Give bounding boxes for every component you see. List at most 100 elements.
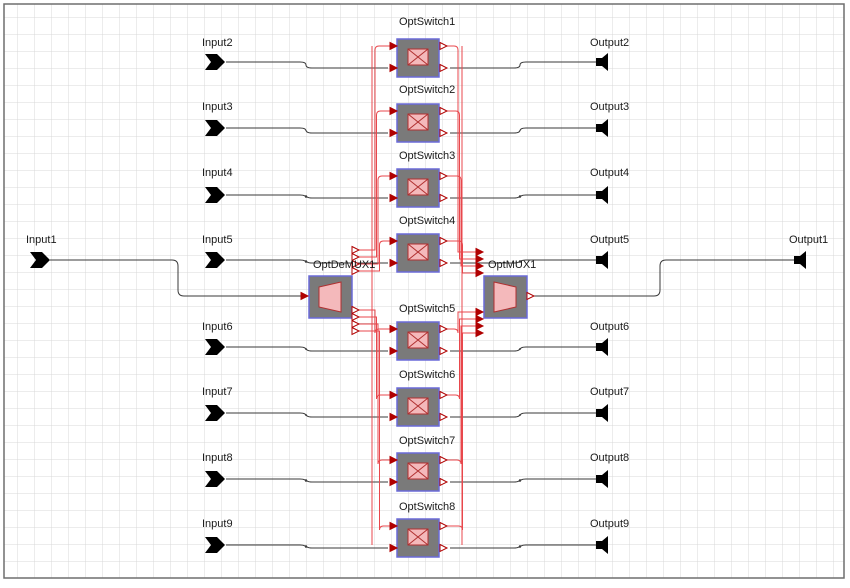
switch-out-port-a-3 bbox=[439, 171, 449, 181]
opt-switch-8 bbox=[396, 518, 440, 558]
switch-in-port-a-5 bbox=[389, 324, 399, 334]
mux-out-port bbox=[526, 291, 536, 301]
switch-out-port-a-1 bbox=[439, 41, 449, 51]
optical-wire-demux-4 bbox=[354, 240, 390, 272]
wire-input1 bbox=[50, 259, 304, 297]
opt-switch-5 bbox=[396, 321, 440, 361]
input-label-5: Input5 bbox=[202, 234, 233, 246]
switch-out-port-a-2 bbox=[439, 106, 449, 116]
switch-in-port-a-8 bbox=[389, 521, 399, 531]
demux-out-port-5 bbox=[351, 305, 361, 315]
switch-label-8: OptSwitch8 bbox=[399, 501, 455, 513]
wire-input-3 bbox=[226, 127, 388, 134]
input-label-6: Input6 bbox=[202, 321, 233, 333]
switch-in-port-b-1 bbox=[389, 63, 399, 73]
wire-output-6 bbox=[450, 346, 596, 352]
output-label-1: Output1 bbox=[789, 234, 828, 246]
optical-wire-mux-3 bbox=[446, 175, 478, 267]
switch-label-1: OptSwitch1 bbox=[399, 16, 455, 28]
switch-out-port-b-7 bbox=[439, 477, 449, 487]
wire-output1 bbox=[530, 259, 794, 297]
opt-switch-2 bbox=[396, 103, 440, 143]
switch-in-port-a-7 bbox=[389, 455, 399, 465]
output-terminal-5 bbox=[596, 251, 608, 269]
optical-wire-layer bbox=[354, 45, 478, 545]
mux-in-port-3 bbox=[475, 261, 485, 271]
wire-input-5 bbox=[226, 259, 388, 264]
switch-in-port-a-1 bbox=[389, 41, 399, 51]
wire-layer bbox=[50, 61, 794, 549]
mux-in-port-1 bbox=[475, 247, 485, 257]
switch-label-5: OptSwitch5 bbox=[399, 303, 455, 315]
opt-switch-6 bbox=[396, 387, 440, 427]
optical-wire-mux-1 bbox=[446, 45, 478, 253]
switch-out-port-b-2 bbox=[439, 128, 449, 138]
mux-in-port-7 bbox=[475, 321, 485, 331]
switch-body-4 bbox=[396, 233, 440, 273]
optical-wire-mux-5 bbox=[446, 311, 478, 334]
mux-trapezoid-icon bbox=[493, 281, 517, 313]
opt-mux bbox=[483, 275, 528, 319]
mux-in-port-6 bbox=[475, 314, 485, 324]
input-label-8: Input8 bbox=[202, 452, 233, 464]
switch-cross-icon-8 bbox=[407, 528, 429, 546]
switch-out-port-a-5 bbox=[439, 324, 449, 334]
mux-in-port-8 bbox=[475, 328, 485, 338]
output-terminal-7 bbox=[596, 404, 608, 422]
switch-cross-icon-6 bbox=[407, 397, 429, 415]
switch-in-port-b-2 bbox=[389, 128, 399, 138]
output-terminal-8 bbox=[596, 470, 608, 488]
wire-input-9 bbox=[226, 544, 388, 549]
optical-wire-demux-5 bbox=[354, 309, 390, 334]
optical-wire-mux-2 bbox=[446, 110, 478, 260]
input-terminal-4 bbox=[205, 187, 225, 203]
switch-cross-icon-4 bbox=[407, 243, 429, 261]
wire-output-3 bbox=[450, 127, 596, 134]
input-label-2: Input2 bbox=[202, 37, 233, 49]
switch-in-port-b-3 bbox=[389, 193, 399, 203]
output-label-6: Output6 bbox=[590, 321, 629, 333]
switch-out-port-a-6 bbox=[439, 390, 449, 400]
switch-label-3: OptSwitch3 bbox=[399, 150, 455, 162]
output-terminal-4 bbox=[596, 186, 608, 204]
wire-output-2 bbox=[450, 61, 596, 69]
output-terminal-6 bbox=[596, 338, 608, 356]
demux-in-port bbox=[300, 291, 310, 301]
switch-in-port-b-4 bbox=[389, 258, 399, 268]
input-label-3: Input3 bbox=[202, 101, 233, 113]
switch-in-port-a-2 bbox=[389, 106, 399, 116]
switch-in-port-a-6 bbox=[389, 390, 399, 400]
switch-in-port-b-6 bbox=[389, 412, 399, 422]
demux-out-port-1 bbox=[351, 245, 361, 255]
wire-input-4 bbox=[226, 194, 388, 199]
switch-out-port-b-3 bbox=[439, 193, 449, 203]
input-terminal-9 bbox=[205, 537, 225, 553]
switch-cross-icon-1 bbox=[407, 48, 429, 66]
switch-body-8 bbox=[396, 518, 440, 558]
output-label-9: Output9 bbox=[590, 518, 629, 530]
input-terminal-6 bbox=[205, 339, 225, 355]
wire-output-4 bbox=[450, 194, 596, 199]
switch-out-port-b-8 bbox=[439, 543, 449, 553]
output-label-5: Output5 bbox=[590, 234, 629, 246]
output-label-3: Output3 bbox=[590, 101, 629, 113]
switch-cross-icon-5 bbox=[407, 331, 429, 349]
opt-switch-3 bbox=[396, 168, 440, 208]
block-layer bbox=[30, 38, 806, 558]
switch-out-port-b-5 bbox=[439, 346, 449, 356]
switch-in-port-a-4 bbox=[389, 236, 399, 246]
input-terminal-2 bbox=[205, 54, 225, 70]
switch-cross-icon-7 bbox=[407, 462, 429, 480]
output-label-2: Output2 bbox=[590, 37, 629, 49]
switch-label-2: OptSwitch2 bbox=[399, 84, 455, 96]
wire-output-7 bbox=[450, 412, 596, 418]
optical-wire-demux-6 bbox=[354, 316, 390, 400]
input-label-1: Input1 bbox=[26, 234, 57, 246]
switch-out-port-b-1 bbox=[439, 63, 449, 73]
wire-output-9 bbox=[450, 544, 596, 549]
output-terminal-9 bbox=[596, 536, 608, 554]
demux-out-port-2 bbox=[351, 252, 361, 262]
switch-body-5 bbox=[396, 321, 440, 361]
output-label-4: Output4 bbox=[590, 167, 629, 179]
